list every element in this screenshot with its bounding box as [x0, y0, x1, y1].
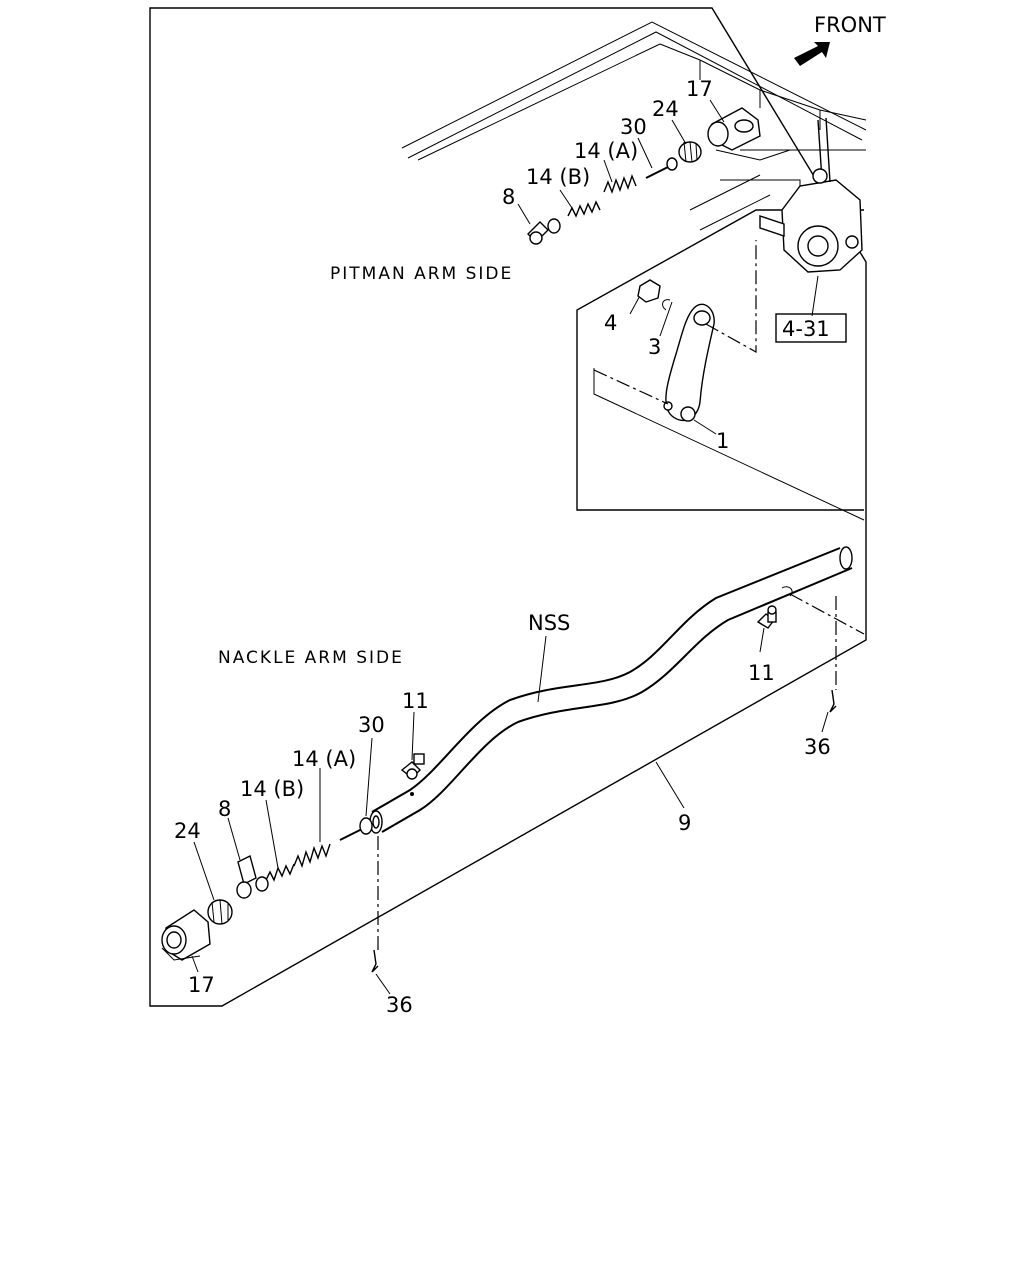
callout-9: 9	[678, 811, 691, 835]
callout-14b-nackle: 14 (B)	[240, 777, 304, 801]
nackle-leaders	[191, 711, 415, 973]
pitman-center-line-2	[705, 240, 757, 354]
callout-nss: NSS	[528, 611, 570, 635]
nackle-arm-side-label: NACKLE ARM SIDE	[218, 648, 404, 668]
callout-14a-pitman: 14 (A)	[574, 139, 638, 163]
callout-14a-nackle: 14 (A)	[292, 747, 356, 771]
reference-box-label: 4-31	[782, 317, 830, 341]
callout-1: 1	[716, 429, 729, 453]
nackle-side-parts	[161, 753, 425, 961]
callout-24-nackle: 24	[174, 819, 201, 843]
pitman-leaders	[517, 99, 819, 435]
callout-11-nackle: 11	[402, 689, 429, 713]
callout-3: 3	[648, 335, 661, 359]
front-label: FRONT	[814, 13, 886, 37]
callout-4: 4	[604, 311, 617, 335]
relay-rod	[369, 546, 853, 834]
callout-17-pitman: 17	[686, 77, 713, 101]
pitman-arm	[637, 279, 715, 422]
callout-17-nackle: 17	[188, 973, 215, 997]
callout-14b-pitman: 14 (B)	[526, 165, 590, 189]
pitman-arm-side-label: PITMAN ARM SIDE	[330, 264, 513, 284]
callout-11-right: 11	[748, 661, 775, 685]
reference-box	[775, 313, 847, 343]
callout-24-pitman: 24	[652, 97, 679, 121]
callout-36-right: 36	[804, 735, 831, 759]
cotter-pin-left	[371, 949, 379, 973]
callout-36-nackle: 36	[386, 993, 413, 1017]
nss-leader	[537, 635, 547, 703]
part9-leader	[655, 761, 685, 809]
grease-nipple-right	[756, 605, 777, 653]
callout-8-nackle: 8	[218, 797, 231, 821]
inset-bracket	[593, 368, 865, 521]
diagram-frame	[149, 7, 867, 1007]
steering-gear-box	[759, 117, 863, 273]
right-rod-center-line	[789, 593, 865, 635]
pitman-center-line	[593, 369, 669, 405]
callout-30-nackle: 30	[358, 713, 385, 737]
pitman-side-parts	[527, 107, 761, 245]
arrow-front-icon	[794, 42, 830, 66]
callout-8-pitman: 8	[502, 185, 515, 209]
cotter-pin-right	[829, 689, 837, 713]
callout-30-pitman: 30	[620, 115, 647, 139]
frame-rail	[401, 21, 867, 231]
